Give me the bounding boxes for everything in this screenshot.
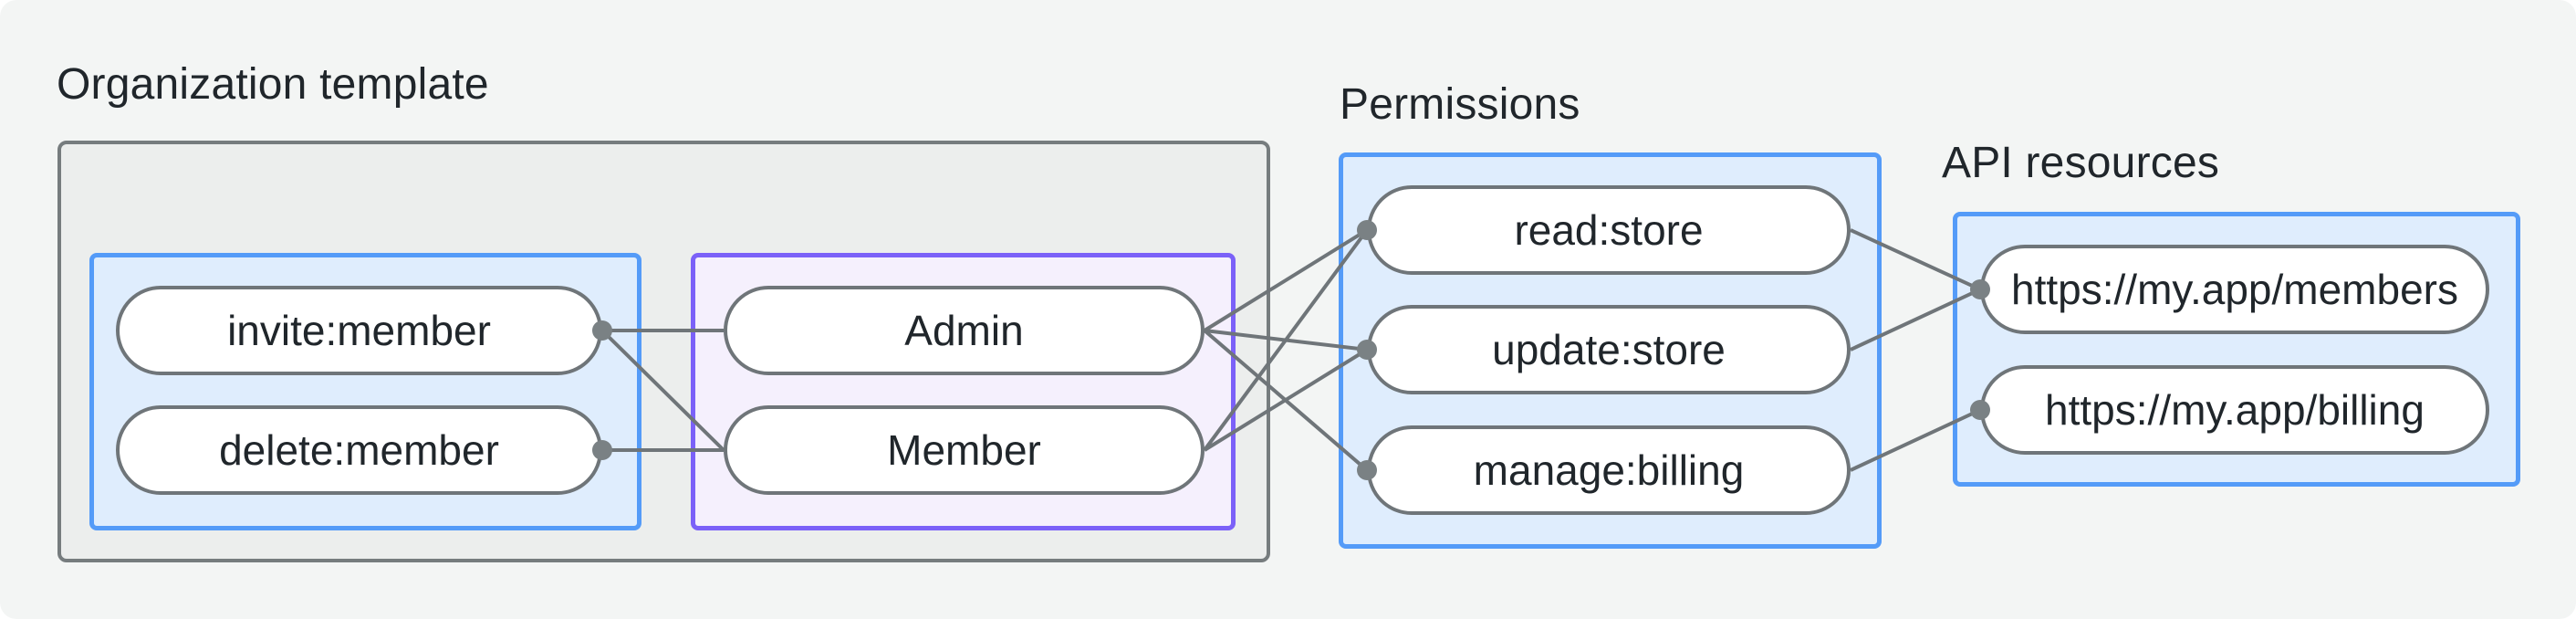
- permissions-heading: Permissions: [1340, 80, 1580, 129]
- node-read-store: read:store: [1367, 185, 1851, 275]
- node-delete-member: delete:member: [116, 405, 602, 495]
- node-invite-member: invite:member: [116, 286, 602, 375]
- node-update-store: update:store: [1367, 305, 1851, 394]
- node-manage-billing: manage:billing: [1367, 425, 1851, 515]
- node-member-role: Member: [724, 405, 1205, 495]
- node-members-api-resource: https://my.app/members: [1980, 245, 2489, 334]
- org-template-heading: Organization template: [57, 60, 489, 109]
- node-billing-api-resource: https://my.app/billing: [1980, 365, 2489, 455]
- node-admin-role: Admin: [724, 286, 1205, 375]
- api-resources-heading: API resources: [1942, 139, 2220, 187]
